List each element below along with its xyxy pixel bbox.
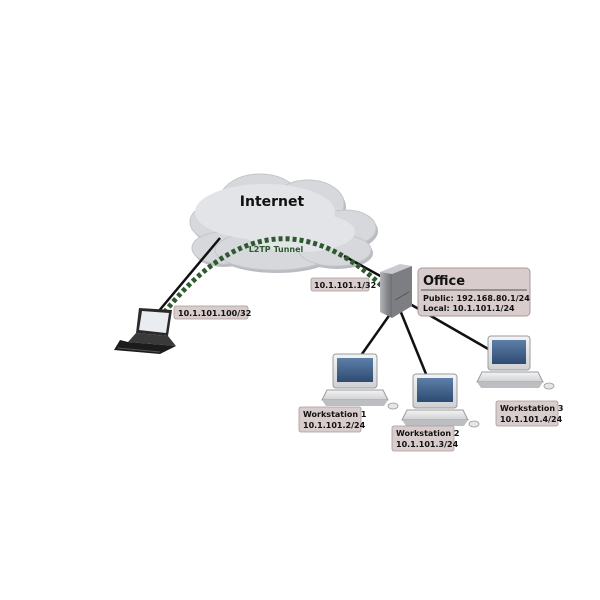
office-title: Office: [423, 274, 465, 289]
office-local-ip: Local: 10.1.101.1/24: [423, 304, 515, 313]
workstation-1-icon: [321, 353, 399, 410]
workstation-2-label: Workstation 2 10.1.101.3/24: [391, 425, 459, 452]
link-workstation-2: [398, 309, 428, 375]
svg-text:10.1.101.1/32: 10.1.101.1/32: [314, 281, 376, 290]
router-internet-link: [343, 254, 385, 280]
laptop-internet-link: [157, 237, 221, 313]
svg-text:Workstation 2: Workstation 2: [396, 429, 459, 438]
router-icon: [380, 264, 412, 318]
svg-text:10.1.101.4/24: 10.1.101.4/24: [500, 415, 563, 424]
workstation-1-label: Workstation 1 10.1.101.2/24: [298, 406, 367, 433]
svg-text:Workstation 3: Workstation 3: [500, 404, 563, 413]
workstation-3-icon: [476, 335, 555, 390]
workstation-3-label: Workstation 3 10.1.101.4/24: [495, 400, 563, 427]
internet-title: Internet: [240, 194, 305, 210]
link-workstation-1: [360, 309, 395, 355]
office-public-ip: Public: 192.168.80.1/24: [423, 294, 530, 303]
l2tp-tunnel-path: [158, 236, 388, 320]
svg-text:10.1.101.2/24: 10.1.101.2/24: [303, 421, 366, 430]
workstation-2-icon: [401, 373, 480, 428]
internet-cloud: Internet: [189, 173, 378, 273]
laptop-ip-label: 10.1.101.100/32: [173, 305, 251, 320]
svg-text:10.1.101.100/32: 10.1.101.100/32: [178, 309, 251, 318]
laptop-icon: [114, 308, 176, 354]
svg-text:10.1.101.3/24: 10.1.101.3/24: [396, 440, 459, 449]
router-ip-label: 10.1.101.1/32: [310, 277, 376, 292]
office-info-box: Office Public: 192.168.80.1/24 Local: 10…: [417, 267, 531, 317]
svg-text:Workstation 1: Workstation 1: [303, 410, 367, 419]
tunnel-label: L2TP Tunnel: [249, 245, 304, 254]
